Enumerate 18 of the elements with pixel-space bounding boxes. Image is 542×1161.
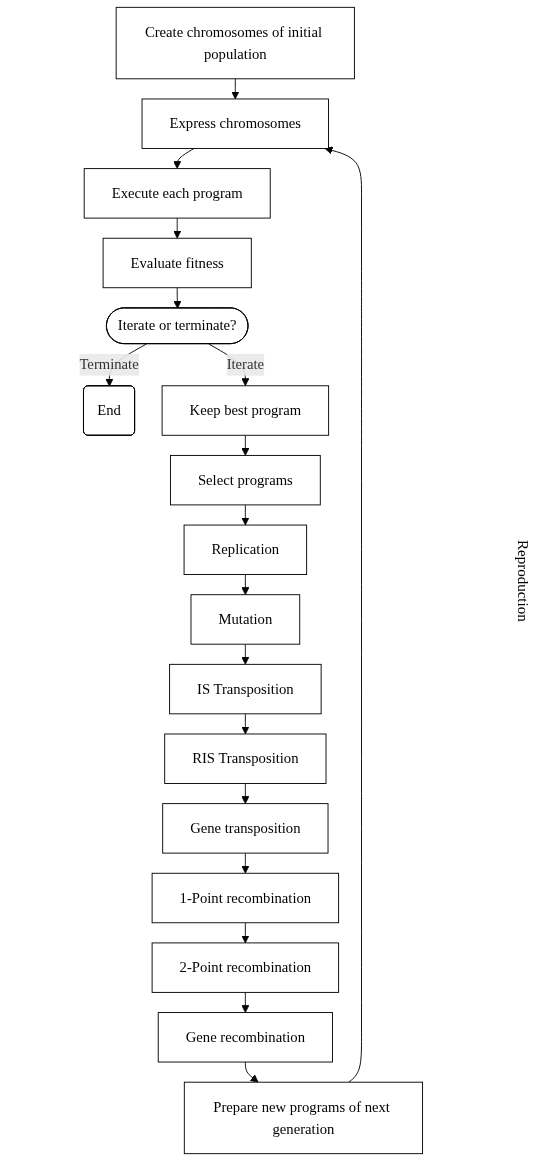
node-box: Evaluate fitness <box>102 237 252 289</box>
edge-label: Iterate <box>226 356 265 373</box>
node-box: 1-Point recombination <box>151 872 340 924</box>
node-box: IS Transposition <box>169 663 322 715</box>
node-box: Prepare new programs of next generation <box>183 1081 423 1155</box>
edge-label: Terminate <box>79 356 139 373</box>
node-box: Mutation <box>190 594 301 645</box>
node-box: Replication <box>183 524 308 575</box>
node-box: Gene recombination <box>157 1012 333 1063</box>
node-box: Keep best program <box>161 385 330 436</box>
node-box: Create chromosomes of initial population <box>115 6 355 80</box>
node-box: Gene transposition <box>162 803 329 854</box>
node-box: 2-Point recombination <box>151 942 340 993</box>
node-box: Select programs <box>169 454 321 506</box>
node-box: RIS Transposition <box>164 733 327 784</box>
bracket-label: Reproduction <box>513 539 531 622</box>
node-box: Execute each program <box>83 168 271 219</box>
node-box: Express chromosomes <box>141 98 329 149</box>
